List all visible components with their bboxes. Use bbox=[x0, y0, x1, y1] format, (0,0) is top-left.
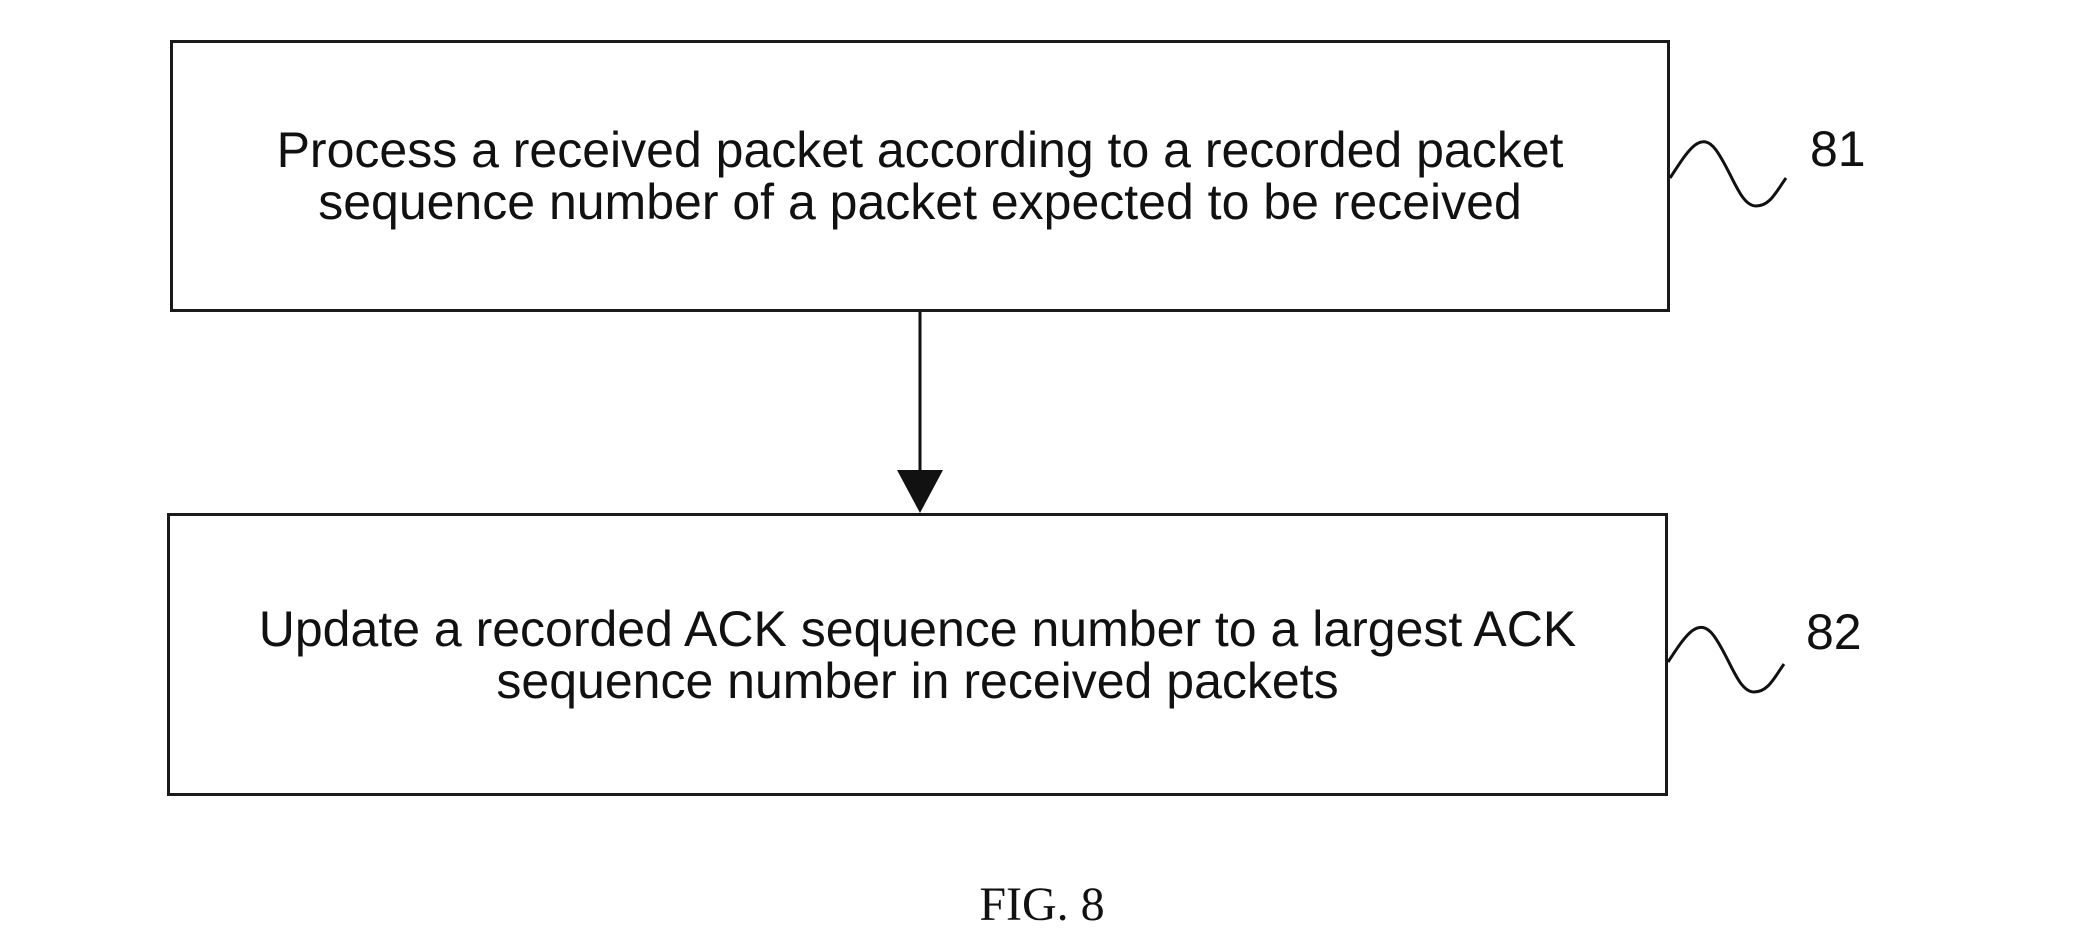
flow-arrow-head bbox=[897, 470, 943, 513]
ref-82-leader-icon bbox=[1668, 627, 1784, 692]
ref-numeral-82: 82 bbox=[1806, 607, 1862, 657]
ref-81-leader-icon bbox=[1670, 142, 1786, 206]
figure-caption: FIG. 8 bbox=[0, 880, 2084, 930]
ref-numeral-81: 81 bbox=[1810, 124, 1866, 174]
